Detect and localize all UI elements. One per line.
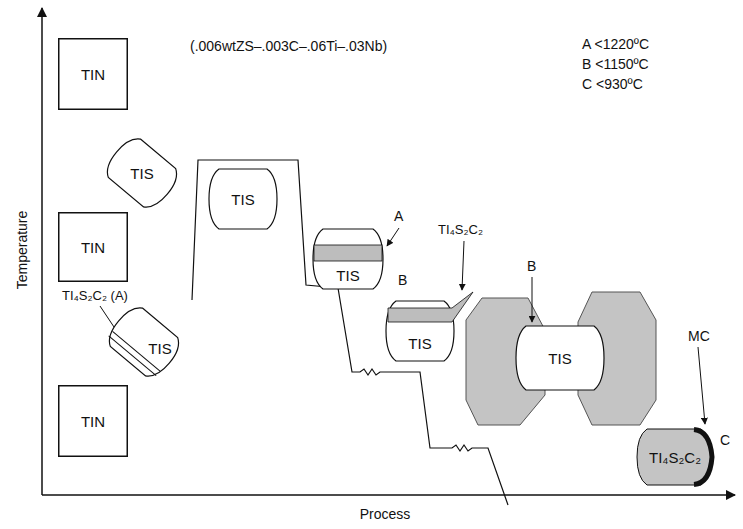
node-text: TI₄S₂C₂	[649, 449, 701, 466]
process-axis	[42, 494, 735, 496]
leader-arrow	[532, 277, 533, 322]
node-text: TIS	[336, 267, 359, 284]
precipitate-shape: TIS	[515, 325, 605, 391]
precipitate-shape: TIS	[98, 128, 186, 218]
node-text: TIS	[408, 335, 431, 352]
particle-box: TIN	[58, 212, 128, 282]
particle-box: TIN	[58, 385, 128, 457]
callout-letter: A	[394, 208, 403, 224]
callout-letter: B	[398, 272, 407, 288]
phase-label: TI₄S₂C₂ (A)	[62, 288, 128, 304]
node-text: TIN	[81, 413, 105, 430]
node-text: TIS	[148, 340, 171, 357]
axis-title: Process	[360, 506, 411, 522]
process-curve	[192, 160, 508, 505]
shape-outline	[385, 300, 455, 362]
particle-box: TIN	[58, 38, 128, 110]
precipitate-shape: TIS	[208, 168, 278, 230]
phase-label: MC	[688, 328, 710, 344]
temperature-note: A <1220ºC	[582, 36, 649, 52]
temperature-axis	[41, 8, 43, 495]
temperature-note: B <1150ºC	[582, 56, 649, 72]
precipitate-shape: TIS	[98, 300, 190, 395]
node-text: TIS	[130, 165, 153, 182]
callout-letter: B	[527, 258, 536, 274]
composition-note: (.006wtZS–.003C–.06Ti–.03Nb)	[190, 38, 387, 54]
leader-arrow	[387, 228, 399, 246]
shape-outline	[98, 300, 190, 395]
carbosulfide-shape: TI₄S₂C₂	[636, 428, 714, 486]
precipitate-shape: TIS	[312, 228, 384, 290]
precipitate-shape: TIS	[385, 300, 455, 362]
leader-arrow	[462, 241, 464, 290]
temperature-note: C <930ºC	[582, 76, 643, 92]
callout-letter: C	[720, 432, 730, 448]
phase-label: TI₄S₂C₂	[438, 222, 483, 238]
node-text: TIS	[548, 350, 571, 367]
leader-arrow	[698, 347, 705, 424]
axis-title: Temperature	[14, 211, 30, 290]
node-text: TIN	[81, 66, 105, 83]
node-text: TIS	[231, 191, 254, 208]
node-text: TIN	[81, 239, 105, 256]
